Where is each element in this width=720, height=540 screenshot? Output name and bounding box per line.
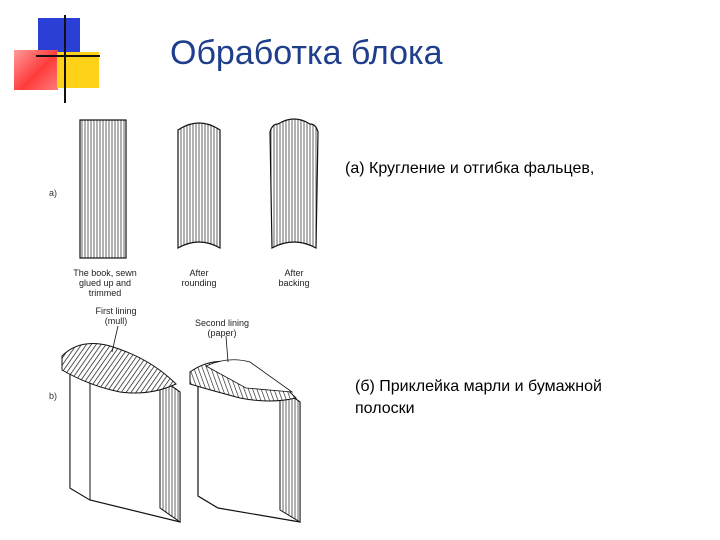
part-a-letter: a): [49, 188, 58, 198]
caption-b: (б) Приклейка марли и бумажной полоски: [355, 378, 602, 417]
label-first-lining: First lining (mull): [95, 306, 137, 326]
book-rounded: [177, 122, 221, 250]
corner-decoration: [0, 0, 100, 110]
part-b-letter: b): [49, 391, 58, 401]
book-first-lining: [61, 325, 181, 523]
caption-a: (а) Кругление и отгибка фальцев,: [345, 160, 595, 177]
label-rounding: After rounding: [181, 268, 217, 288]
book-trimmed: [79, 119, 127, 259]
book-backed: [269, 118, 319, 250]
horizontal-rule: [36, 55, 100, 57]
label-second-lining: Second lining (paper): [194, 318, 250, 338]
slide-title: Обработка блока: [170, 34, 443, 72]
book-second-lining: [189, 335, 301, 523]
label-backing: After backing: [278, 268, 310, 288]
vertical-rule: [64, 15, 66, 103]
label-trimmed: The book, sewn glued up and trimmed: [73, 268, 137, 298]
